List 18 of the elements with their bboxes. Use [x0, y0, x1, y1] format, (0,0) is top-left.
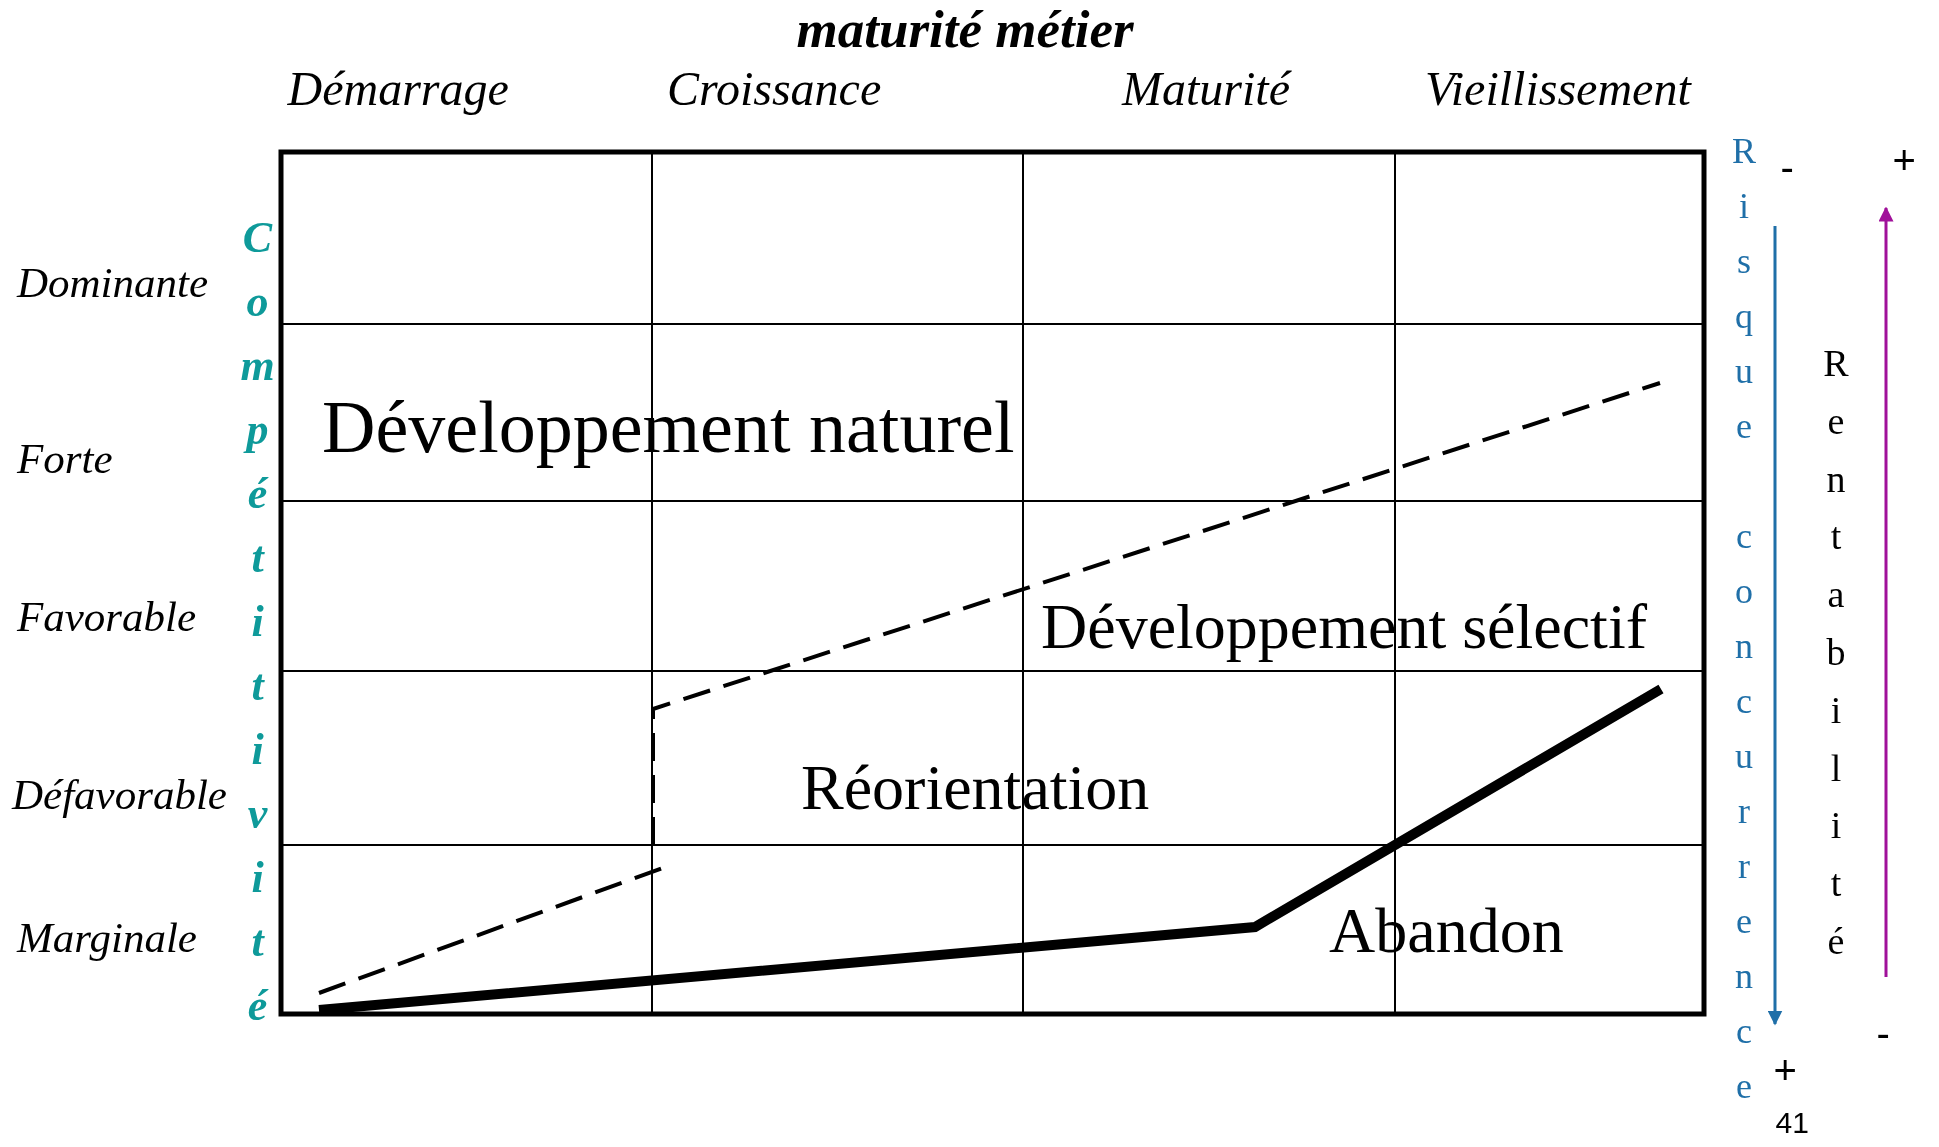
row-header: Défavorable — [12, 772, 227, 816]
axis-label: Rentabilité — [1817, 342, 1855, 978]
column-header: Maturité — [1122, 65, 1290, 113]
row-header: Dominante — [17, 260, 209, 304]
axis-title: maturité métier — [796, 2, 1134, 56]
sign-label: - — [1876, 1013, 1890, 1053]
axis-label: Risque concurrence — [1726, 131, 1762, 1121]
column-header: Démarrage — [287, 65, 509, 113]
sign-label: - — [1780, 147, 1794, 187]
sign-label: + — [1892, 140, 1916, 180]
column-header: Vieillissement — [1425, 65, 1691, 113]
axis-label: Compétitivité — [235, 213, 279, 1045]
page-number: 41 — [1775, 1108, 1809, 1138]
row-header: Marginale — [17, 915, 197, 959]
row-header: Favorable — [17, 594, 197, 638]
column-header: Croissance — [667, 65, 882, 113]
row-header: Forte — [17, 436, 113, 480]
sign-label: + — [1773, 1050, 1797, 1090]
